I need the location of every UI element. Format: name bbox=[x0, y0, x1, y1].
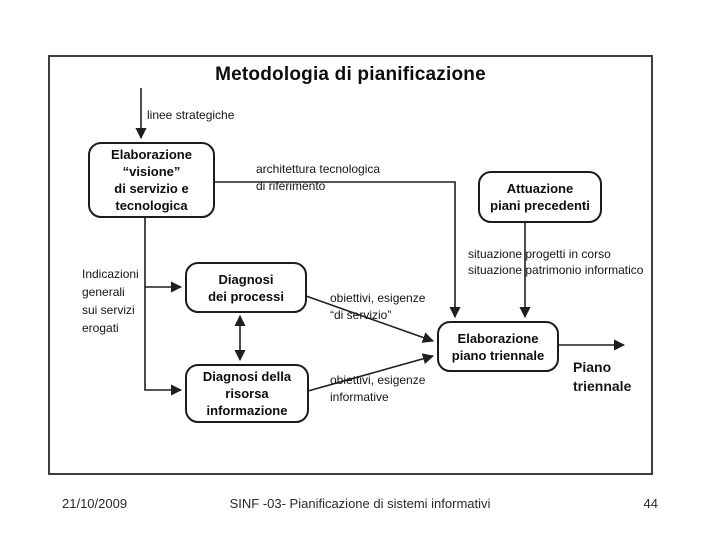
footer-course-title: SINF -03- Pianificazione di sistemi info… bbox=[229, 496, 491, 511]
label-indicazioni-generali: Indicazioni generali sui servizi erogati bbox=[82, 267, 139, 335]
label-obiettivi-informative: obiettivi, esigenze informative bbox=[330, 373, 426, 404]
box-diagnosi-processi: Diagnosi dei processi bbox=[185, 262, 307, 313]
footer-date: 21/10/2009 bbox=[62, 496, 128, 511]
box-diagnosi-risorsa-informazione: Diagnosi della risorsa informazione bbox=[185, 364, 309, 423]
label-linee-strategiche: linee strategiche bbox=[147, 108, 235, 122]
label-obiettivi-di-servizio: obiettivi, esigenze “di servizio” bbox=[330, 291, 426, 322]
box-attuazione-piani-precedenti: Attuazione piani precedenti bbox=[478, 171, 602, 223]
label-piano-triennale-output: Piano triennale bbox=[573, 359, 632, 394]
box-elaborazione-visione: Elaborazione “visione” di servizio e tec… bbox=[88, 142, 215, 218]
label-architettura-tecnologica: architettura tecnologica di riferimento bbox=[256, 162, 381, 193]
footer-page-number: 44 bbox=[643, 496, 658, 511]
box-elaborazione-piano-triennale: Elaborazione piano triennale bbox=[437, 321, 559, 372]
page-title: Metodologia di pianificazione bbox=[215, 64, 486, 85]
label-situazione-progetti: situazione progetti in corso situazione … bbox=[468, 247, 644, 277]
